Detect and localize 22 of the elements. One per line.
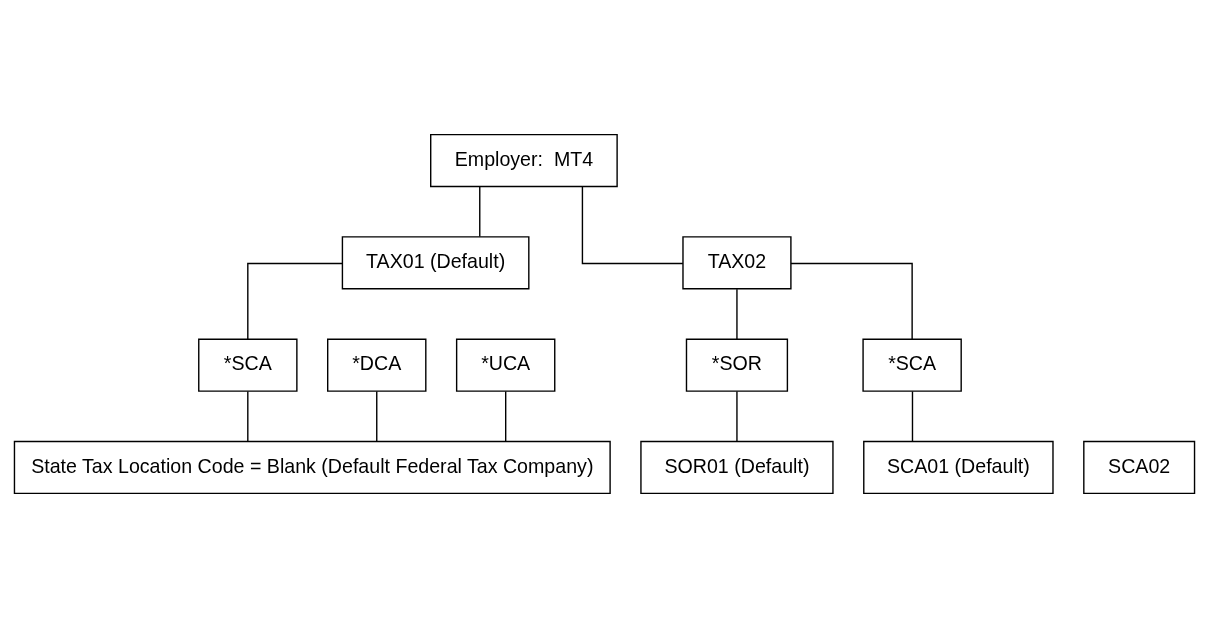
node-box: SCA01 (Default) <box>863 440 1054 494</box>
node-box: TAX02 <box>682 235 792 289</box>
connector <box>581 185 684 264</box>
connector <box>376 390 378 442</box>
node-box: SCA02 <box>1083 440 1196 494</box>
connector <box>479 185 481 237</box>
connector <box>247 262 343 340</box>
node-box: *SOR <box>685 338 789 392</box>
connector <box>736 288 738 340</box>
node-box: SOR01 (Default) <box>640 440 834 494</box>
node-box: State Tax Location Code = Blank (Default Federal Tax Company) <box>13 440 611 494</box>
node-box: *UCA <box>455 338 556 392</box>
connector <box>247 390 249 442</box>
node-box: *DCA <box>327 338 427 392</box>
connector <box>736 390 738 442</box>
node-box: *SCA <box>862 338 962 392</box>
node-box: TAX01 (Default) <box>341 235 530 289</box>
connector <box>911 390 914 442</box>
node-box: *SCA <box>198 338 298 392</box>
node-box: Employer: MT4 <box>430 133 618 187</box>
connector <box>790 262 913 340</box>
connector <box>505 390 507 442</box>
